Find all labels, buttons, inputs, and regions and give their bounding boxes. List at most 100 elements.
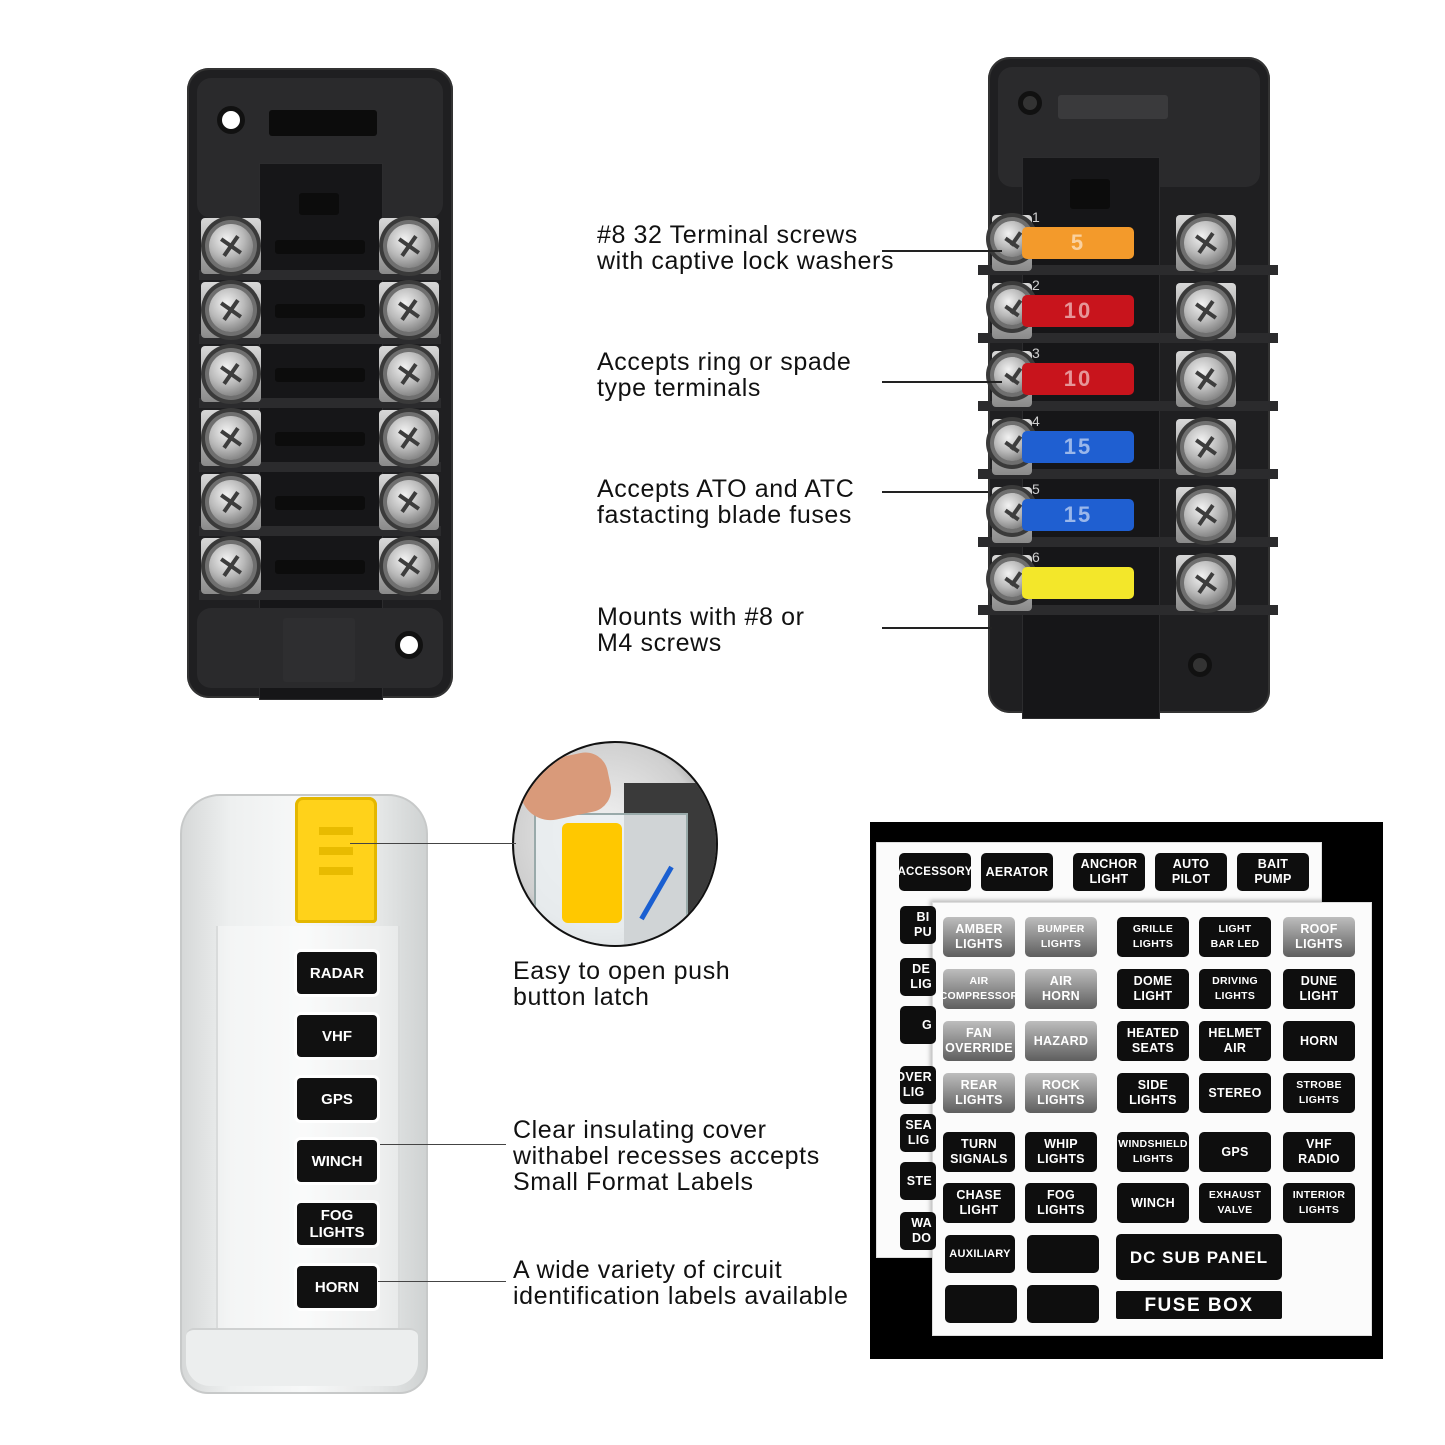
sticker-label: AIR HORN xyxy=(1025,969,1097,1009)
sticker-label-blank xyxy=(945,1285,1017,1323)
sticker-label-blank xyxy=(1027,1235,1099,1273)
terminal-screw-icon xyxy=(209,480,253,524)
callout-line: Small Format Labels xyxy=(513,1168,754,1196)
fuse-slot xyxy=(275,432,365,446)
terminal-rail xyxy=(978,469,1278,479)
terminal-rail xyxy=(978,537,1278,547)
leader-ring-spade xyxy=(882,381,1002,383)
callout-ring-spade: Accepts ring or spade type terminals xyxy=(597,349,851,401)
sticker-label: STEREO xyxy=(1199,1073,1271,1113)
cover-label: VHF xyxy=(297,1015,377,1057)
fuse-position-number: 2 xyxy=(1032,277,1040,293)
sticker-label-partial: G xyxy=(900,1006,936,1044)
fuse-slot xyxy=(275,368,365,382)
cover-label: FOG LIGHTS xyxy=(297,1203,377,1245)
latch-closeup-photo xyxy=(512,741,718,947)
sticker-label: ACCESSORY xyxy=(897,853,972,891)
cover-latch-slot xyxy=(1070,179,1110,209)
sticker-label-wide: FUSE BOX xyxy=(1116,1291,1282,1319)
callout-line: fastacting blade fuses xyxy=(597,501,853,529)
sticker-label: AIR COMPRESSOR xyxy=(940,969,1018,1009)
sticker-label-wide: DC SUB PANEL xyxy=(1116,1234,1282,1280)
sticker-label: FOG LIGHTS xyxy=(1025,1183,1097,1223)
leader-cover xyxy=(380,1144,506,1145)
latch-ridge xyxy=(319,867,353,875)
fuse-slot xyxy=(275,240,365,254)
sticker-label: HORN xyxy=(1283,1021,1355,1061)
terminal-screw-icon xyxy=(387,544,431,588)
terminal-rail xyxy=(978,333,1278,343)
sticker-label: ROOF LIGHTS xyxy=(1283,917,1355,957)
fuse-position-number: 3 xyxy=(1032,345,1040,361)
mount-hole-top xyxy=(1018,91,1042,115)
cover-latch-slot xyxy=(299,193,339,215)
callout-terminal-screws: #8 32 Terminal screws with captive lock … xyxy=(597,222,894,274)
sticker-label-partial: OVER LIG xyxy=(900,1066,936,1104)
leader-variety xyxy=(378,1281,506,1282)
sticker-label: WHIP LIGHTS xyxy=(1025,1132,1097,1172)
label-slot xyxy=(1058,95,1168,119)
sticker-label-partial: SEA LIG xyxy=(900,1114,936,1152)
terminal-screw-icon xyxy=(1184,425,1228,469)
terminal-screw-icon xyxy=(387,224,431,268)
sticker-label: AUTO PILOT xyxy=(1155,853,1227,891)
sticker-label: WINCH xyxy=(1117,1183,1189,1223)
sticker-label: ANCHOR LIGHT xyxy=(1073,853,1145,891)
terminal-rail xyxy=(199,334,441,344)
callout-line: Easy to open push xyxy=(513,957,731,985)
terminal-screw-icon xyxy=(209,352,253,396)
sticker-label: DRIVING LIGHTS xyxy=(1199,969,1271,1009)
sticker-label: DUNE LIGHT xyxy=(1283,969,1355,1009)
fuse-position-number: 5 xyxy=(1032,481,1040,497)
terminal-rail xyxy=(199,526,441,536)
callout-mounts: Mounts with #8 or M4 screws xyxy=(597,604,805,656)
sticker-label-blank xyxy=(1027,1285,1099,1323)
callout-line: A wide variety of circuit xyxy=(513,1256,783,1284)
fuse-slot xyxy=(275,496,365,510)
sticker-label: REAR LIGHTS xyxy=(943,1073,1015,1113)
cover-bottom-lip xyxy=(186,1328,418,1386)
terminal-screw-icon xyxy=(209,288,253,332)
terminal-screw-icon xyxy=(209,224,253,268)
fuse-position-number: 1 xyxy=(1032,209,1040,225)
terminal-screw-icon xyxy=(209,416,253,460)
mount-hole-top xyxy=(217,106,245,134)
callout-line: withabel recesses accepts xyxy=(513,1142,820,1170)
mount-hole-bottom xyxy=(395,631,423,659)
fuse-block-bare xyxy=(187,68,453,700)
callout-line: Accepts ATO and ATC xyxy=(597,475,855,503)
sticker-label-partial: WA DO xyxy=(900,1212,936,1250)
callout-line: with captive lock washers xyxy=(597,247,895,275)
sticker-label: VHF RADIO xyxy=(1283,1132,1355,1172)
leader-mounts xyxy=(882,627,992,629)
cover-label: WINCH xyxy=(297,1140,377,1182)
terminal-screw-icon xyxy=(209,544,253,588)
sticker-label: GPS xyxy=(1199,1132,1271,1172)
fuse-slot xyxy=(275,560,365,574)
sticker-label-partial: STE xyxy=(900,1162,936,1200)
callout-line: type terminals xyxy=(597,374,762,402)
terminal-rail xyxy=(978,605,1278,615)
bottom-tab xyxy=(283,618,355,682)
sticker-label: DOME LIGHT xyxy=(1117,969,1189,1009)
sticker-label: LIGHT BAR LED xyxy=(1199,917,1271,957)
sticker-label: HAZARD xyxy=(1025,1021,1097,1061)
cover-label: RADAR xyxy=(297,952,377,994)
sticker-label: ROCK LIGHTS xyxy=(1025,1073,1097,1113)
terminal-screw-icon xyxy=(387,416,431,460)
cover-label: HORN xyxy=(297,1266,377,1308)
callout-line: Mounts with #8 or xyxy=(597,603,805,631)
callout-latch: Easy to open push button latch xyxy=(513,958,730,1010)
terminal-screw-icon xyxy=(387,352,431,396)
terminal-rail xyxy=(199,462,441,472)
sticker-label: TURN SIGNALS xyxy=(943,1132,1015,1172)
terminal-screw-icon xyxy=(387,480,431,524)
callout-variety: A wide variety of circuit identification… xyxy=(513,1257,848,1309)
sticker-label: STROBE LIGHTS xyxy=(1283,1073,1355,1113)
terminal-rail xyxy=(978,265,1278,275)
leader-latch xyxy=(350,843,516,844)
sticker-label: AERATOR xyxy=(981,853,1053,891)
sticker-label: CHASE LIGHT xyxy=(943,1183,1015,1223)
terminal-screw-icon xyxy=(1184,289,1228,333)
